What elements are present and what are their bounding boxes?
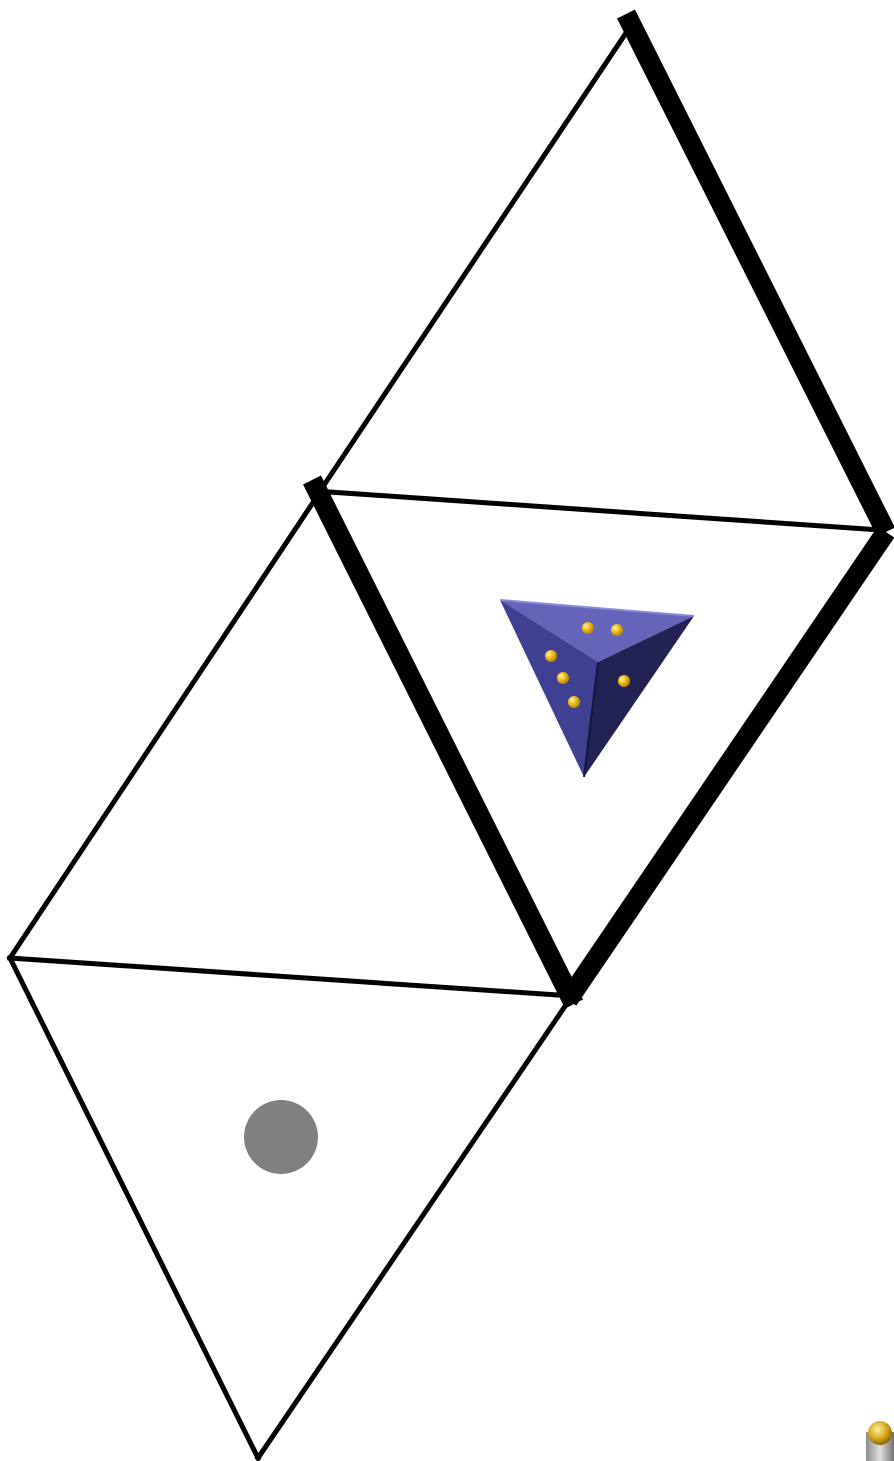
edge-top-left (322, 30, 628, 488)
die-pip (557, 672, 569, 684)
edge-middle-horizontal (10, 958, 572, 996)
corner-object-knob (868, 1421, 892, 1445)
die-pip (545, 650, 557, 662)
edge-bottom-right (258, 996, 572, 1458)
thick-edge-top-right (626, 14, 886, 532)
edge-left-outer (10, 495, 318, 958)
edge-bottom-left (10, 958, 258, 1458)
tetrahedron-die-image (500, 600, 694, 777)
corner-object-icon (866, 1421, 894, 1461)
die-pip (582, 622, 594, 634)
die-pip (611, 624, 623, 636)
edge-top-horizontal (330, 492, 880, 530)
die-pip (618, 675, 630, 687)
die-pip (568, 696, 580, 708)
circle-marker (244, 1100, 318, 1174)
thick-edge-center-left (312, 480, 574, 1004)
thick-edge-center-right (568, 532, 886, 1000)
